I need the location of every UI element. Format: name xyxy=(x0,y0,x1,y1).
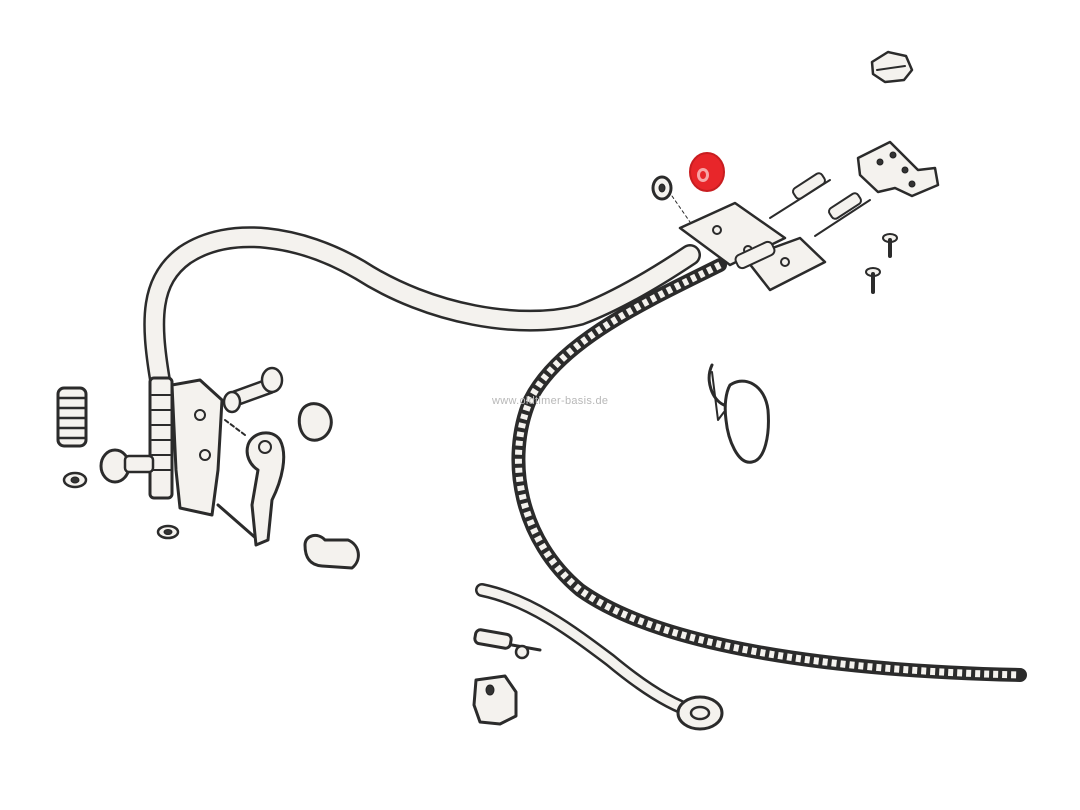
washer xyxy=(651,175,673,201)
bowden-cable-smooth xyxy=(143,226,701,391)
hook-bracket xyxy=(303,533,360,570)
lever-plate xyxy=(856,140,940,198)
knob xyxy=(99,448,155,484)
pull-rod xyxy=(475,583,724,731)
bowden-cable-coiled xyxy=(511,258,1027,682)
nut-bottom xyxy=(156,524,180,540)
screw-upper xyxy=(882,233,898,258)
cam-piece xyxy=(297,402,333,442)
coil-spring xyxy=(56,386,88,448)
wire-clip xyxy=(707,363,770,464)
lever-arm xyxy=(245,431,286,547)
cable-ends xyxy=(769,172,871,237)
screw-lower xyxy=(865,267,881,294)
bolt xyxy=(222,366,284,414)
retaining-clip xyxy=(473,628,542,660)
end-cap xyxy=(870,50,914,84)
grommet xyxy=(472,674,518,726)
nut-left xyxy=(62,471,88,489)
sealing-ring-red xyxy=(689,152,725,192)
mounting-bracket xyxy=(678,201,827,292)
lock-mechanism xyxy=(148,376,260,542)
watermark-text: www.oldtimer-basis.de xyxy=(492,395,609,407)
